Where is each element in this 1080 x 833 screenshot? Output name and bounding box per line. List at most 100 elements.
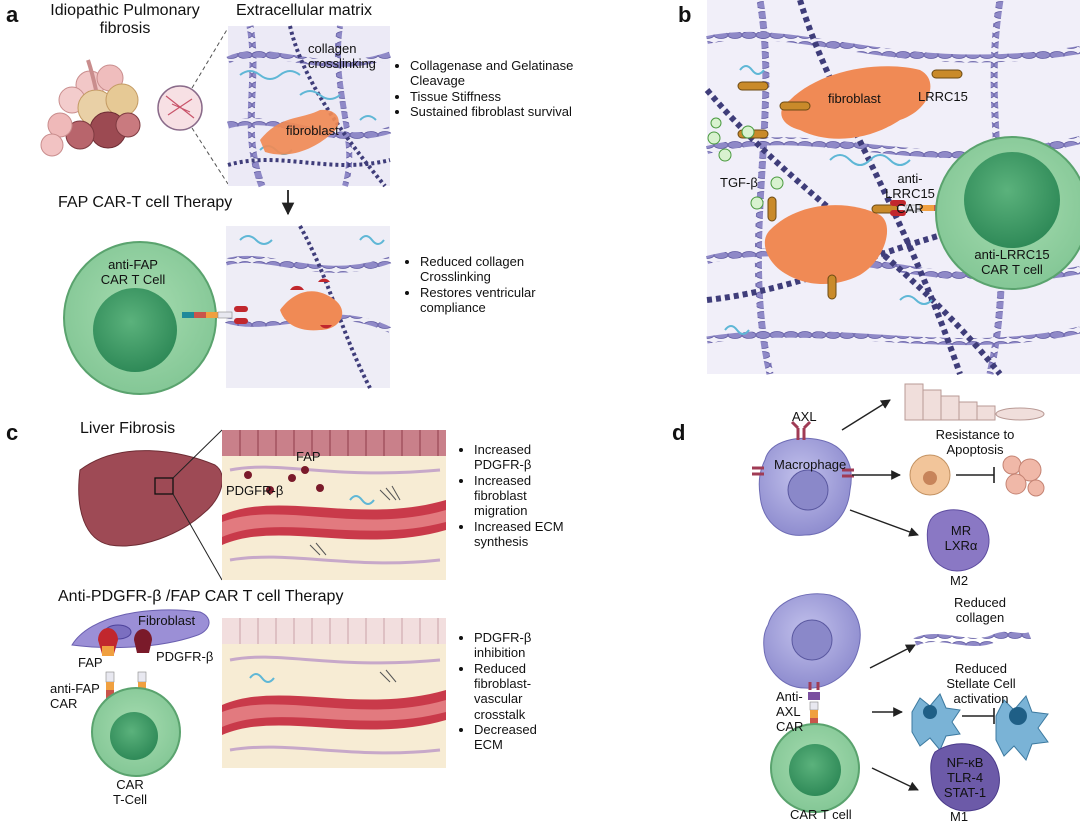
liver-tissue-top xyxy=(222,430,446,580)
stellate-activation-label: Reduced Stellate Cell activation xyxy=(926,661,1036,707)
ecm-bullet-3-line1: Sustained fibroblast survival xyxy=(410,103,572,119)
car-t-nucleus-c xyxy=(110,712,158,760)
tgf-beta-molecules xyxy=(707,117,784,210)
anti-axl-car-line2: AXL xyxy=(776,703,801,719)
ipf-title: Idiopathic Pulmonary fibrosis xyxy=(40,2,210,39)
ecm-bullet-2-line1: Tissue Stiffness xyxy=(410,88,502,104)
lrrc15-label: LRRC15 xyxy=(918,89,968,104)
fap-pdgfr-receptors xyxy=(98,628,152,706)
axl-receptors-top xyxy=(752,420,854,478)
anti-lrrc15-car-line3: CAR xyxy=(896,200,924,216)
m2-cell xyxy=(926,509,990,572)
ipf-title-line1: Idiopathic Pulmonary xyxy=(50,2,200,19)
ecm-bullet-2: Tissue Stiffness xyxy=(410,89,573,104)
car-t-cell-c-line1: CAR xyxy=(116,777,144,792)
collagen-label-line1: collagen xyxy=(308,41,357,56)
ecm-bullet-1-line2: Cleavage xyxy=(410,73,465,89)
anti-lrrc15-cell-line1: anti-LRRC15 xyxy=(974,247,1050,262)
epithelium-cells xyxy=(904,383,1045,421)
panel-b xyxy=(704,0,1080,376)
panel-c xyxy=(71,429,446,777)
pdgfrb-receptor-label: PDGFR-β xyxy=(156,649,214,664)
fibroblast-label-a: fibroblast xyxy=(286,123,339,138)
liver-bottom-bullet-2-line4: crosstalk xyxy=(474,706,526,722)
outcome-bullet-a-2-line2: compliance xyxy=(420,299,486,315)
m1-cell xyxy=(930,743,1000,812)
liver-top-bullet-3-line2: synthesis xyxy=(474,533,529,549)
ecm-bullet-3: Sustained fibroblast survival xyxy=(410,104,573,119)
macrophage-label: Macrophage xyxy=(774,457,847,472)
liver-fibrosis-title: Liver Fibrosis xyxy=(80,420,176,437)
stellate-line2: Stellate Cell xyxy=(946,675,1016,691)
fibroblast-label-b: fibroblast xyxy=(828,91,881,106)
outcome-bullet-a-1-line2: Crosslinking xyxy=(420,269,491,285)
anti-fap-cell-label-line1: anti-FAP xyxy=(108,257,158,272)
anti-lrrc15-car-line1: anti- xyxy=(897,171,923,186)
liver-top-bullet-2-line3: migration xyxy=(474,503,528,519)
collagen-crosslinking-label: collagen crosslinking xyxy=(308,41,376,72)
anti-fap-cell-label: anti-FAP CAR T Cell xyxy=(78,257,188,288)
ipf-title-line2: fibrosis xyxy=(99,20,151,38)
fibroblast-label-c: Fibroblast xyxy=(138,613,196,628)
liver-illustration xyxy=(78,450,223,547)
outcome-bullet-a-2-line1: Restores ventricular xyxy=(420,284,536,300)
fap-therapy-title: FAP CAR-T cell Therapy xyxy=(58,194,233,211)
arrow-to-epithelium xyxy=(841,399,891,431)
m1-marker-line3: STAT-1 xyxy=(943,784,987,800)
resistance-to-apoptosis-label: Resistance to Apoptosis xyxy=(920,427,1030,458)
fap-receptor-label: FAP xyxy=(78,655,103,670)
anti-fap-car-c-line2: CAR xyxy=(50,695,78,711)
liver-top-bullet-2-line1: Increased xyxy=(474,472,532,488)
m2-marker-line2: LXRα xyxy=(944,537,978,553)
panel-label-d: d xyxy=(672,420,686,445)
pdgfrb-label-c: PDGFR-β xyxy=(226,483,284,498)
liver-tissue-bottom xyxy=(222,618,446,768)
ecm-box xyxy=(226,25,392,188)
liver-top-bullet-1-line2: PDGFR-β xyxy=(474,457,532,473)
axl-label: AXL xyxy=(792,409,817,424)
arrow-to-collagen xyxy=(869,644,916,669)
outcome-bullet-a-1-line1: Reduced collagen xyxy=(420,254,525,269)
m2-marker-line1: MR xyxy=(950,523,972,538)
panel-label-a: a xyxy=(6,2,19,27)
reduced-collagen-strand xyxy=(913,631,1032,646)
car-t-cell-label-c: CAR T-Cell xyxy=(100,777,160,808)
resistance-line2: Apoptosis xyxy=(946,441,1004,457)
stellate-line1: Reduced xyxy=(954,661,1008,676)
liver-bottom-bullet-3-line1: Decreased xyxy=(474,721,537,737)
liver-bottom-bullet-2-line1: Reduced xyxy=(474,660,527,676)
tgf-beta-label: TGF-β xyxy=(720,175,758,190)
anti-axl-car-line3: CAR xyxy=(776,718,804,734)
apoptotic-cell-fragments xyxy=(1002,455,1045,497)
resistance-line1: Resistance to xyxy=(935,427,1015,442)
fibroblast-b-top xyxy=(781,66,931,139)
anti-fap-cell-label-line2: CAR T Cell xyxy=(100,271,166,287)
liver-bottom-bullet-2-line3: vascular xyxy=(474,691,523,707)
m1-label: M1 xyxy=(950,809,969,824)
collagen-label-line2: crosslinking xyxy=(308,55,376,71)
anti-axl-car-label: Anti- AXL CAR xyxy=(776,689,804,735)
arrow-to-m2 xyxy=(849,509,919,537)
ecm-title: Extracellular matrix xyxy=(236,2,373,19)
car-receptor-a xyxy=(182,306,248,324)
pdgfrb-fap-therapy-title: Anti-PDGFR-β /FAP CAR T cell Therapy xyxy=(58,588,344,605)
m2-label: M2 xyxy=(950,573,969,588)
car-t-nucleus-b xyxy=(964,152,1060,248)
car-t-nucleus-a xyxy=(93,288,177,372)
reduced-collagen-line1: Reduced xyxy=(953,595,1007,610)
anti-lrrc15-cell-line2: CAR T cell xyxy=(981,261,1043,277)
fap-label-c: FAP xyxy=(296,449,321,464)
liver-bottom-bullet-3-line2: ECM xyxy=(474,737,503,753)
stellate-line3: activation xyxy=(953,690,1009,706)
anti-lrrc15-car-label: anti- LRRC15 CAR xyxy=(880,171,940,217)
